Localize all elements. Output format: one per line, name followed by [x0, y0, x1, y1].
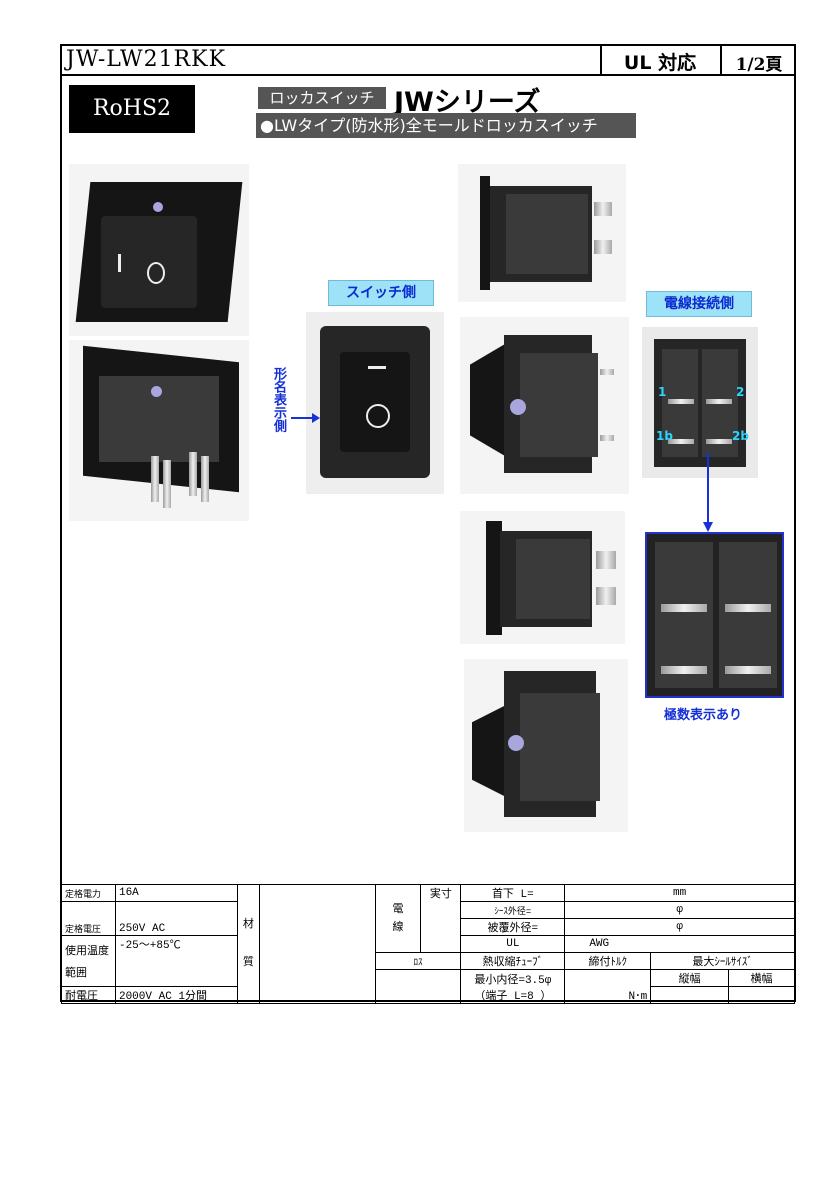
awg-label: AWG [564, 935, 795, 953]
rated-current-label: 定格電力 [61, 884, 116, 902]
header-divider [60, 74, 796, 76]
actual-size: 実寸 [420, 884, 462, 953]
sheath-diameter-label: ｼｰｽ外径= [460, 901, 566, 919]
photo-side-view-2 [460, 511, 625, 644]
temp-range-label: 使用温度 範囲 [61, 935, 116, 987]
arrow-to-zoom [703, 452, 713, 532]
torque-value: N･m [564, 969, 652, 1004]
withstand-voltage-label: 耐電圧 [61, 986, 116, 1004]
header-sep-2 [720, 44, 722, 74]
temp-range-value: -25～+85℃ [114, 935, 238, 987]
photo-wire-side: 1 2 1b 2b [642, 327, 758, 478]
torque-label: 締付ﾄﾙｸ [564, 952, 652, 970]
material-label-1: 材 [242, 919, 254, 931]
series-title: JWシリーズ [394, 87, 541, 118]
terminal-label-2: 2 [736, 385, 745, 399]
material-label: 材 質 [236, 884, 260, 1004]
loss-label: ﾛｽ [374, 952, 462, 970]
photo-rear-oblique [69, 340, 249, 521]
strip-length-label: 首下 L= [460, 884, 566, 902]
material-value [258, 884, 376, 1004]
photo-switch-side [306, 312, 444, 494]
caption-wire-side: 電線接続側 [646, 291, 752, 317]
category-tag: ロッカスイッチ [258, 87, 386, 109]
seal-width-label: 縦幅 [650, 969, 730, 987]
rated-current-value: 16A [114, 884, 238, 902]
series-description: ●LWタイプ(防水形)全モールドロッカスイッチ [256, 113, 636, 138]
temp-range-label-1: 使用温度 [65, 946, 109, 958]
insulation-diameter-unit: φ [564, 918, 795, 936]
heat-shrink-value-1: 最小内径=3.5φ [474, 974, 552, 987]
rated-voltage-value: 250V AC [114, 901, 238, 936]
rohs-badge: RoHS2 [69, 85, 195, 133]
temp-range-label-2: 範囲 [65, 968, 87, 980]
ul-compliance: UL 対応 [623, 52, 697, 74]
terminal-label-2b: 2b [732, 429, 749, 443]
loss-value [374, 969, 462, 1004]
arrow-to-switch [291, 413, 320, 423]
seal-height-value [728, 986, 795, 1004]
terminal-label-1: 1 [658, 385, 667, 399]
photo-top-view [458, 164, 626, 302]
rated-voltage-label: 定格電圧 [61, 901, 116, 936]
withstand-voltage-value: 2000V AC 1分間 [114, 986, 238, 1004]
strip-length-unit: mm [564, 884, 795, 902]
photo-side-view-3 [464, 659, 628, 832]
photo-front-oblique [69, 164, 249, 336]
heat-shrink-label: 熱収縮ﾁｭｰﾌﾞ [460, 952, 566, 970]
photo-side-view [460, 317, 629, 494]
seal-size-label: 最大ｼｰﾙｻｲｽﾞ [650, 952, 795, 970]
seal-width-value [650, 986, 730, 1004]
label-model-display-side: 形名表示側 [271, 367, 288, 432]
photo-terminal-zoom [645, 532, 784, 698]
page-number: 1/2頁 [735, 55, 783, 75]
header-sep-1 [600, 44, 602, 74]
ul-label: UL [460, 935, 566, 953]
material-label-2: 質 [242, 957, 254, 969]
caption-switch-side: スイッチ側 [328, 280, 434, 306]
heat-shrink-value-2: （端子 L=8 ） [474, 990, 552, 1003]
wire-label: 電 線 [374, 884, 422, 953]
label-model-display-side-text: 形名表示側 [271, 367, 286, 432]
wire-label-1: 電 [392, 903, 404, 916]
heat-shrink-value: 最小内径=3.5φ （端子 L=8 ） [460, 969, 566, 1004]
sheath-diameter-unit: φ [564, 901, 795, 919]
part-number: JW-LW21RKK [66, 47, 227, 72]
wire-label-2: 線 [392, 921, 404, 934]
terminal-label-1b: 1b [656, 429, 673, 443]
seal-height-label: 横幅 [728, 969, 795, 987]
insulation-diameter-label: 被覆外径= [460, 918, 566, 936]
caption-polarity-display: 極数表示あり [664, 708, 743, 723]
torque-unit: N･m [628, 991, 648, 1003]
spec-table: 定格電力 16A 材 質 電 線 実寸 首下 L= mm 定格電圧 250V A… [61, 884, 795, 1004]
